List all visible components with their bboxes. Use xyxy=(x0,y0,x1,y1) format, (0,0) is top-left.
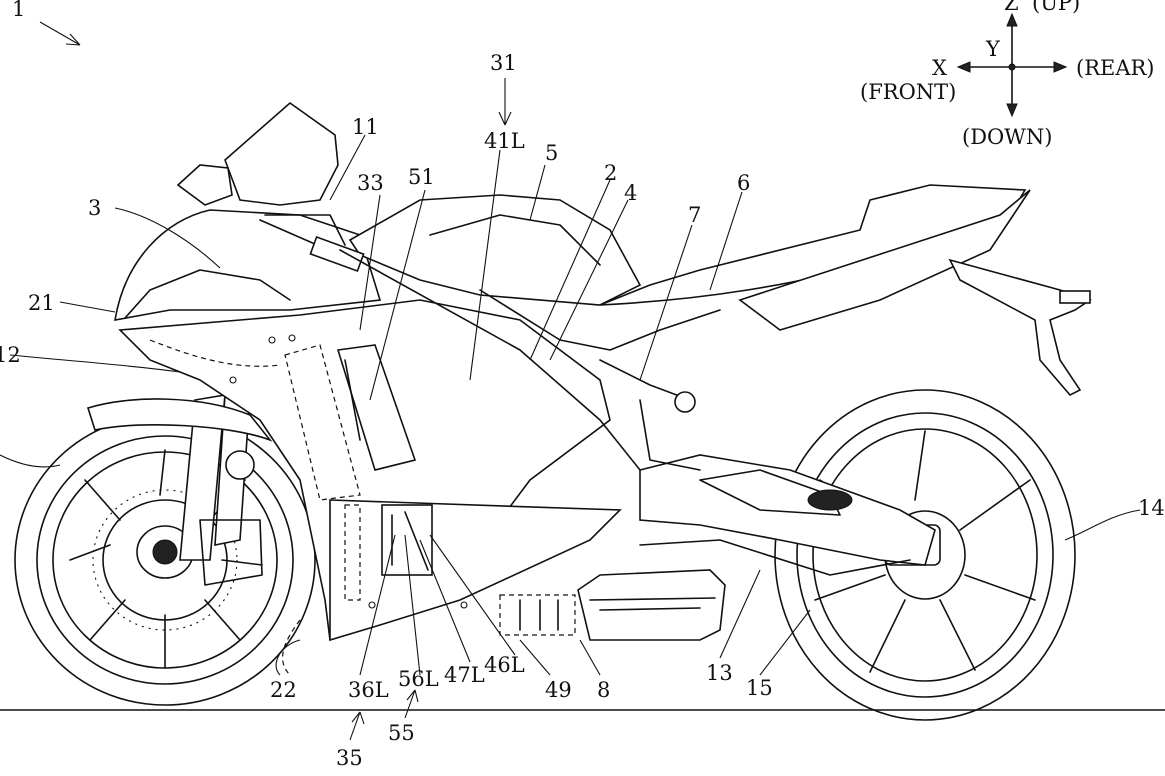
ref-5: 5 xyxy=(545,141,558,165)
ref-1: 1 xyxy=(12,0,25,21)
ref-13: 13 xyxy=(706,661,733,685)
axis-z-label: Z xyxy=(1004,0,1019,15)
ref-4: 4 xyxy=(624,181,637,205)
axis-y-label: Y xyxy=(985,37,1001,61)
leader-lines xyxy=(0,21,1141,741)
frame xyxy=(259,214,721,471)
axis-x-label: X xyxy=(932,56,947,80)
ref-49: 49 xyxy=(545,678,572,702)
ref-22: 22 xyxy=(270,678,297,702)
tank-seat-tail xyxy=(348,184,1092,396)
ref-56L: 56L xyxy=(398,667,439,691)
axis-indicator: Z (UP) Y X (FRONT) (REAR) (DOWN) xyxy=(860,0,1155,149)
front-fender xyxy=(86,398,273,442)
ref-6: 6 xyxy=(737,171,750,195)
ref-12: 12 xyxy=(0,343,21,367)
ref-36L: 36L xyxy=(348,678,389,702)
ref-33: 33 xyxy=(357,171,384,195)
axis-down-label: (DOWN) xyxy=(962,125,1052,149)
ref-35: 35 xyxy=(336,746,363,770)
axis-up-label: (UP) xyxy=(1032,0,1080,15)
axis-rear-label: (REAR) xyxy=(1076,56,1155,80)
ref-15: 15 xyxy=(746,676,773,700)
swingarm xyxy=(639,454,936,576)
ref-11: 11 xyxy=(352,115,379,139)
ref-7: 7 xyxy=(688,203,701,227)
ref-14: 14 xyxy=(1138,496,1165,520)
battery-unit xyxy=(499,569,726,641)
ref-46L: 46L xyxy=(484,653,525,677)
ref-41L: 41L xyxy=(484,129,525,153)
axis-front-label: (FRONT) xyxy=(860,80,956,104)
ref-47L: 47L xyxy=(444,663,485,687)
ref-2: 2 xyxy=(604,161,617,185)
ref-8: 8 xyxy=(597,678,610,702)
fairing xyxy=(114,101,622,676)
front-wheel xyxy=(14,414,316,706)
ref-55: 55 xyxy=(388,721,415,745)
ref-3: 3 xyxy=(88,196,101,220)
ref-21: 21 xyxy=(28,291,55,315)
ref-51: 51 xyxy=(408,165,435,189)
ref-31: 31 xyxy=(490,51,517,75)
